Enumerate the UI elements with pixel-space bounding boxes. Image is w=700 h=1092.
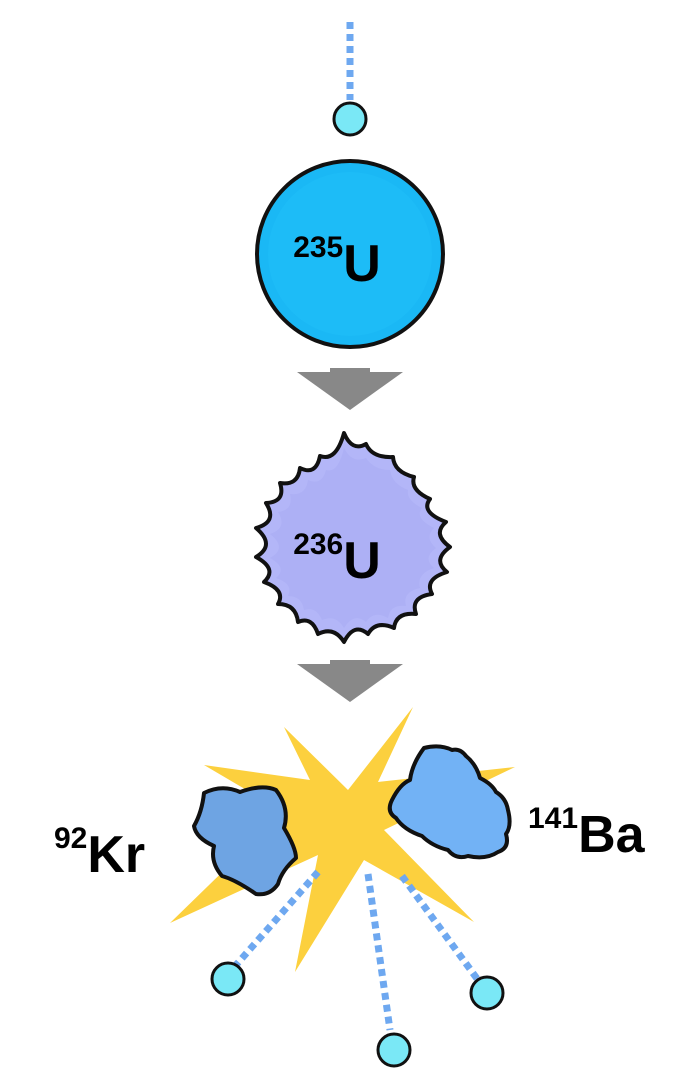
outgoing-neutron-right [469, 975, 505, 1011]
neutron-trail-right [399, 873, 481, 983]
krypton-92-label: 92Kr [54, 822, 145, 884]
incoming-neutron [332, 101, 368, 137]
uranium-236-label: 236U [293, 528, 381, 590]
krypton-92-fragment [192, 785, 298, 897]
krypton-92-mass-number: 92 [54, 822, 87, 855]
uranium-236-symbol: U [343, 532, 381, 590]
barium-141-mass-number: 141 [528, 802, 578, 835]
uranium-235-mass-number: 235 [293, 231, 343, 264]
krypton-92-symbol: Kr [87, 826, 145, 884]
arrow-down-2 [297, 660, 403, 702]
arrow-down-1 [297, 368, 403, 410]
outgoing-neutron-left [210, 961, 246, 997]
uranium-236-nucleus: 236U [254, 431, 452, 644]
uranium-235-symbol: U [343, 235, 381, 293]
fission-explosion-burst [170, 707, 515, 972]
barium-141-label: 141Ba [528, 802, 646, 864]
neutron-trail-middle [364, 873, 394, 1031]
uranium-235-label: 235U [293, 231, 381, 293]
outgoing-neutron-middle [376, 1032, 412, 1068]
uranium-235-nucleus: 235U [255, 159, 445, 349]
uranium-236-mass-number: 236 [293, 528, 343, 561]
neutron-trail-left [233, 869, 321, 968]
barium-141-symbol: Ba [578, 806, 646, 864]
barium-141-fragment [387, 744, 512, 860]
